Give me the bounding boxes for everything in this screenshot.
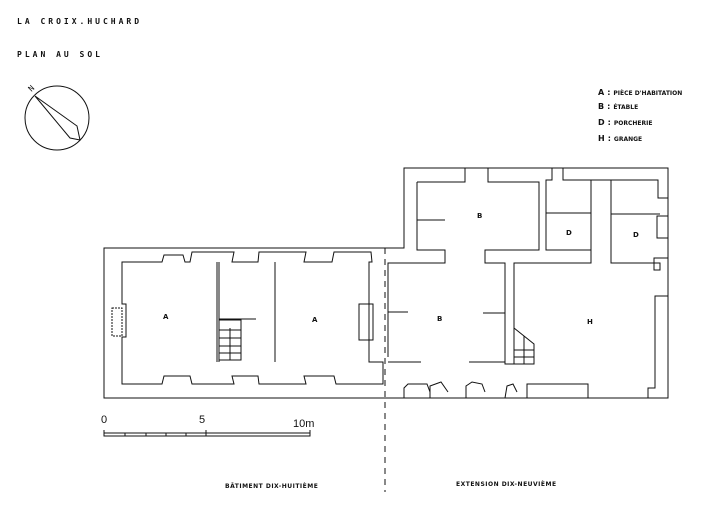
staircase-icon [513, 326, 535, 365]
caption-19th-century: EXTENSION DIX-NEUVIÈME [456, 481, 557, 488]
legend-item: A:PIÈCE D'HABITATION [598, 88, 683, 97]
room-label: D [566, 229, 572, 237]
room-label: A [312, 316, 318, 324]
north-arrow-icon [24, 85, 90, 151]
outer-wall [103, 167, 669, 399]
scale-label-end: 10m [293, 418, 315, 430]
room-label: B [477, 212, 483, 220]
drawing-title: LA CROIX.HUCHARD [17, 17, 143, 26]
scale-bar [103, 430, 311, 437]
legend-item: H:GRANGE [598, 134, 643, 143]
scale-label-zero: 0 [101, 414, 108, 426]
interior-wall-extension [417, 168, 668, 365]
room-label: D [633, 231, 639, 239]
legend-item: D:PORCHERIE [598, 118, 653, 127]
scale-label-mid: 5 [199, 414, 206, 426]
staircase-icon [218, 319, 242, 361]
room-label: A [163, 313, 169, 321]
interior-wall-left [121, 251, 384, 385]
legend-item: B:ÉTABLE [598, 102, 639, 111]
room-label: H [587, 318, 593, 326]
drawing-subtitle: PLAN AU SOL [17, 50, 103, 59]
caption-18th-century: BÂTIMENT DIX-HUITIÈME [225, 483, 319, 490]
room-label: B [437, 315, 443, 323]
